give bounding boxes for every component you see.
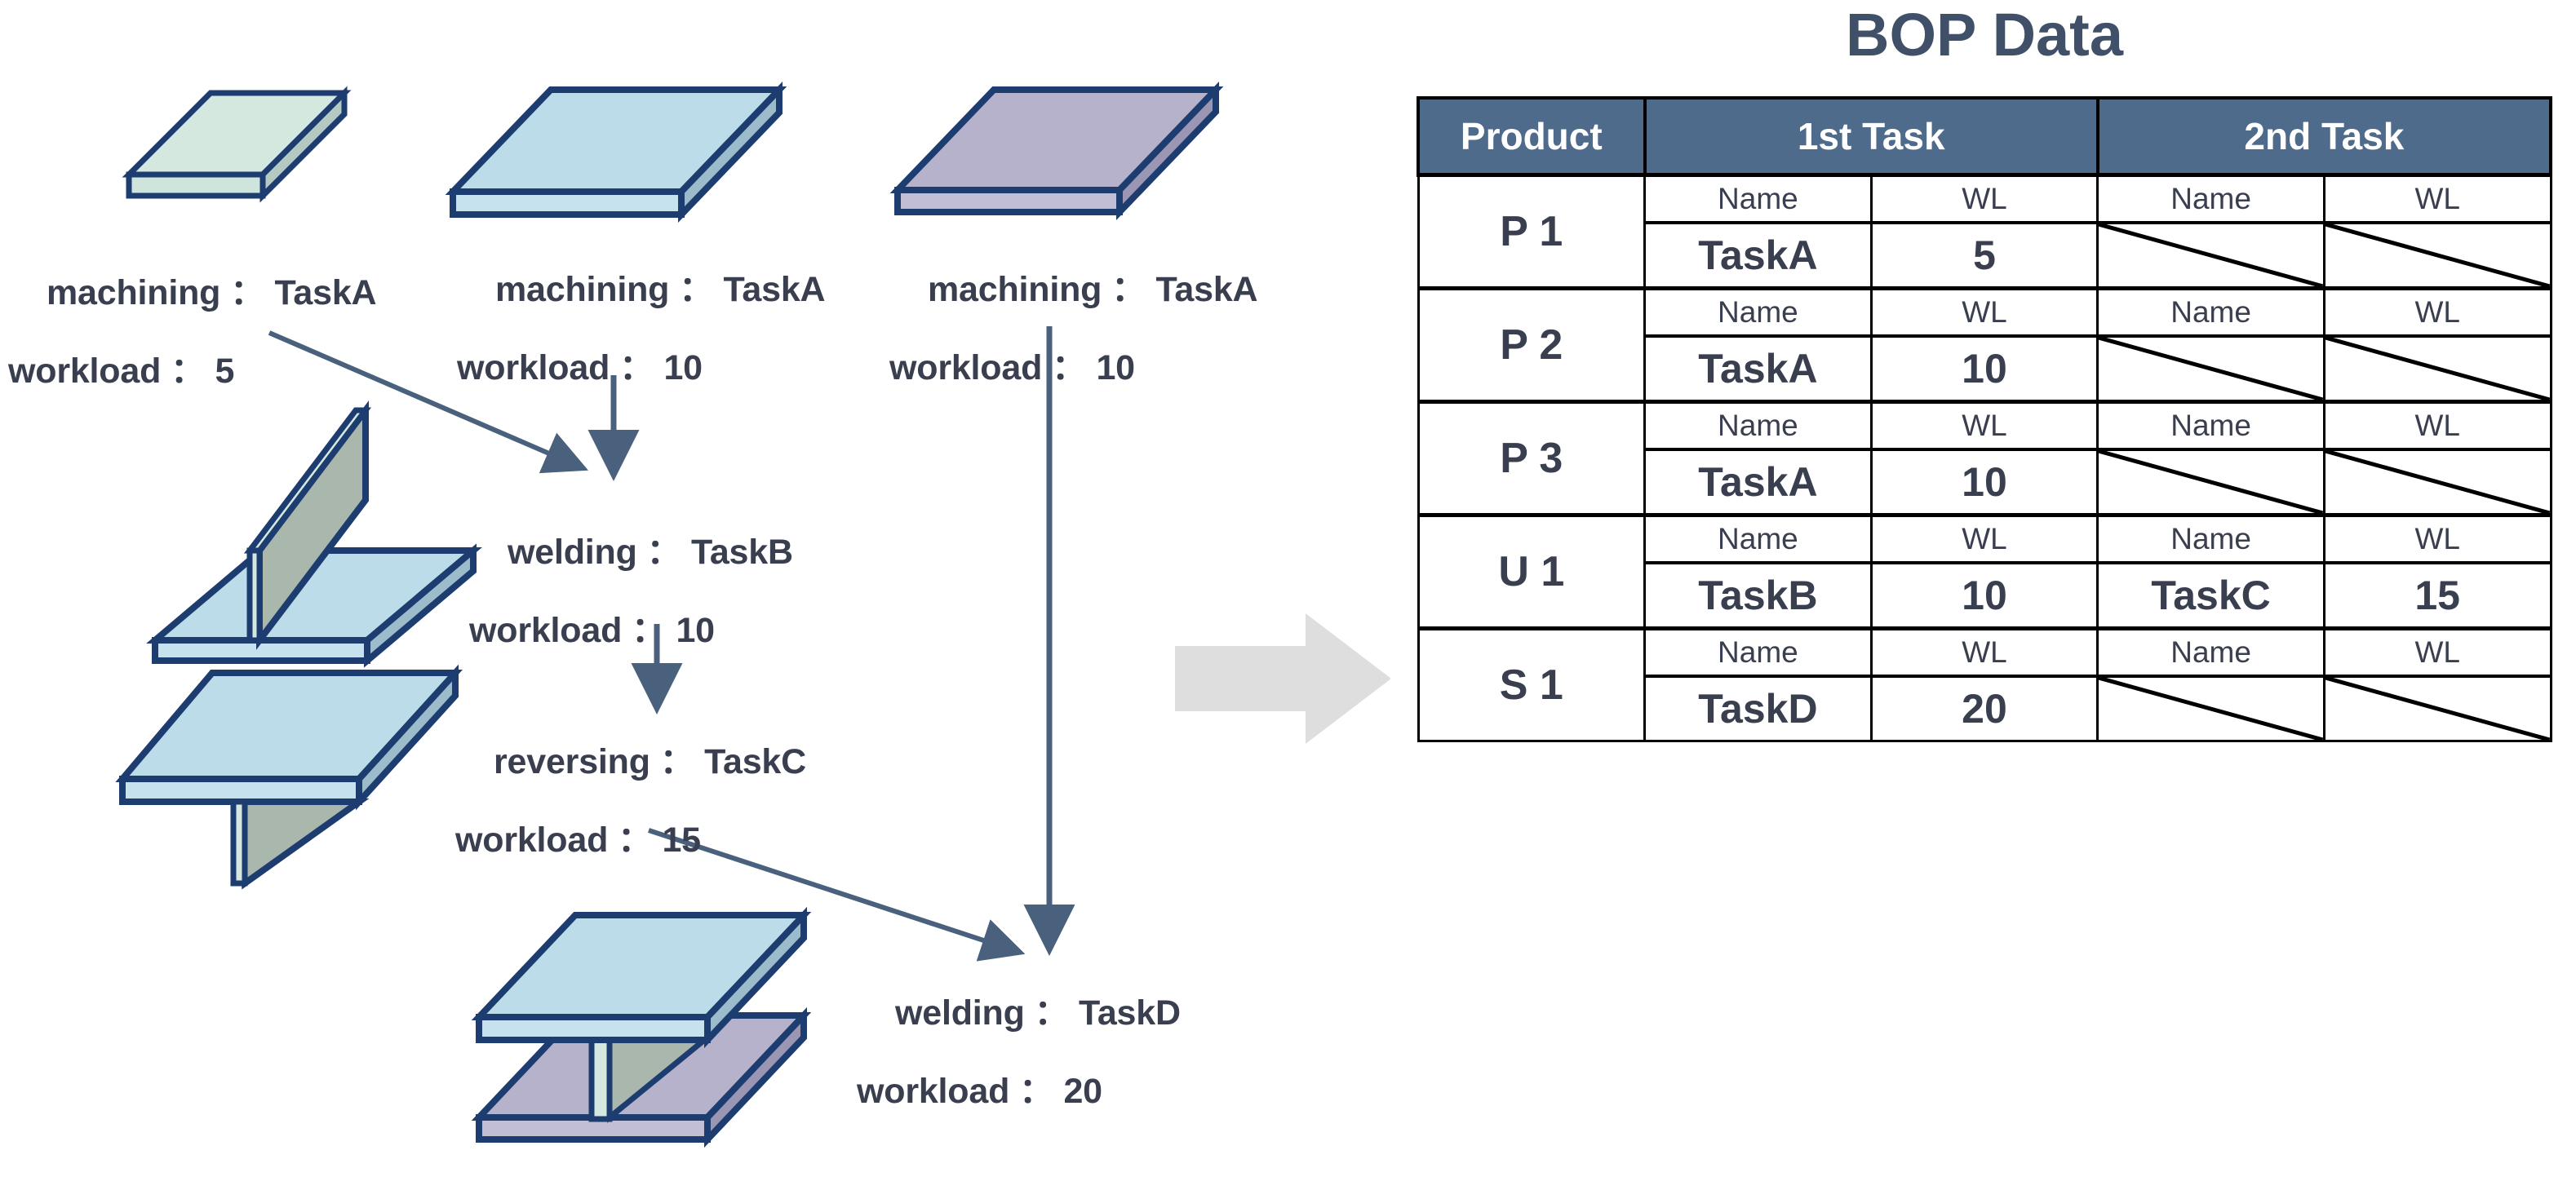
cell-task1-name: TaskA bbox=[1643, 221, 1873, 290]
node-line1: welding ： TaskD bbox=[895, 993, 1181, 1033]
cell-subheader-wl1: WL bbox=[1869, 173, 2099, 224]
cell-task2-name-empty bbox=[2096, 334, 2325, 403]
node-line1: machining ： TaskA bbox=[928, 270, 1258, 310]
node-label-n3: machining ： TaskA workload ： 10 bbox=[889, 231, 1258, 467]
cell-subheader-wl2: WL bbox=[2322, 400, 2552, 451]
cell-subheader-name1: Name bbox=[1643, 286, 1873, 338]
cell-task1-wl: 5 bbox=[1869, 221, 2099, 290]
cell-subheader-wl1: WL bbox=[1869, 286, 2099, 338]
table-row: TaskA 10 bbox=[1418, 334, 2552, 403]
cell-task1-wl: 10 bbox=[1869, 334, 2099, 403]
node-line2: workload ： 10 bbox=[457, 348, 703, 388]
cell-subheader-wl2: WL bbox=[2322, 286, 2552, 338]
table-row: TaskA 10 bbox=[1418, 448, 2552, 516]
diagram-canvas: machining ： TaskA workload ： 5 machining… bbox=[8, 1, 2553, 1148]
cell-product: P 3 bbox=[1417, 400, 1647, 516]
cell-task2-wl: 15 bbox=[2322, 561, 2552, 630]
cell-product: P 2 bbox=[1417, 286, 1647, 403]
part-plate-blue bbox=[445, 82, 787, 232]
cell-subheader-name2: Name bbox=[2096, 286, 2325, 338]
node-line2: workload ： 5 bbox=[8, 352, 235, 392]
cell-task1-name: TaskA bbox=[1643, 448, 1873, 516]
cell-task1-name: TaskA bbox=[1643, 334, 1873, 403]
cell-task2-name-empty bbox=[2096, 448, 2325, 516]
node-label-n2: machining ： TaskA workload ： 10 bbox=[457, 231, 826, 467]
table-row: P 2 Name WL Name WL bbox=[1417, 286, 2552, 403]
table-row: TaskB 10 TaskC 15 bbox=[1418, 561, 2552, 630]
node-label-n5: reversing ： TaskC workload ： 15 bbox=[455, 703, 806, 939]
table-row: P 1 Name WL Name WL bbox=[1417, 173, 2552, 290]
cell-subheader-wl2: WL bbox=[2322, 626, 2552, 678]
node-line1: machining ： TaskA bbox=[495, 270, 826, 310]
node-label-n4: welding ： TaskB workload ： 10 bbox=[469, 493, 793, 729]
cell-product: P 1 bbox=[1417, 173, 1647, 290]
cell-task1-wl: 10 bbox=[1869, 448, 2099, 516]
node-label-n6: welding ： TaskD workload ： 20 bbox=[857, 954, 1181, 1190]
cell-subheader-name2: Name bbox=[2096, 626, 2325, 678]
node-line1: machining ： TaskA bbox=[47, 273, 377, 313]
table-row: S 1 Name WL Name WL bbox=[1417, 626, 2552, 742]
cell-task1-name: TaskD bbox=[1643, 675, 1873, 742]
cell-subheader-name2: Name bbox=[2096, 400, 2325, 451]
cell-subheader-wl2: WL bbox=[2322, 513, 2552, 564]
cell-task2-name: TaskC bbox=[2096, 561, 2325, 630]
part-plate-purple bbox=[889, 82, 1224, 232]
col-header-product: Product bbox=[1417, 96, 1647, 177]
cell-task2-name-empty bbox=[2096, 221, 2325, 290]
cell-subheader-wl1: WL bbox=[1869, 626, 2099, 678]
node-line2: workload ： 10 bbox=[889, 348, 1135, 388]
part-tee-reversed bbox=[114, 664, 473, 909]
table-row: U 1 Name WL Name WL bbox=[1417, 513, 2552, 630]
cell-subheader-wl2: WL bbox=[2322, 173, 2552, 224]
node-label-n1: machining ： TaskA workload ： 5 bbox=[8, 234, 377, 470]
page-title: BOP Data bbox=[1846, 1, 2123, 69]
cell-task2-wl-empty bbox=[2322, 221, 2552, 290]
col-header-task2: 2nd Task bbox=[2095, 96, 2553, 177]
node-line2: workload ： 20 bbox=[857, 1072, 1102, 1112]
node-line2: workload ： 15 bbox=[455, 821, 701, 860]
cell-subheader-name1: Name bbox=[1643, 400, 1873, 451]
cell-subheader-wl1: WL bbox=[1869, 513, 2099, 564]
table-row: TaskD 20 bbox=[1418, 675, 2552, 742]
cell-product: S 1 bbox=[1417, 626, 1647, 742]
cell-task2-name-empty bbox=[2096, 675, 2325, 742]
cell-task1-wl: 20 bbox=[1869, 675, 2099, 742]
bop-table: Product 1st Task 2nd Task P 1 Name WL Na… bbox=[1417, 96, 2553, 742]
node-line1: welding ： TaskB bbox=[508, 533, 793, 573]
cell-subheader-name1: Name bbox=[1643, 626, 1873, 678]
cell-subheader-name2: Name bbox=[2096, 173, 2325, 224]
table-row: TaskA 5 bbox=[1418, 221, 2552, 290]
table-row: P 3 Name WL Name WL bbox=[1417, 400, 2552, 516]
cell-product: U 1 bbox=[1417, 513, 1647, 630]
table-header-row: Product 1st Task 2nd Task bbox=[1417, 96, 2553, 177]
cell-task2-wl-empty bbox=[2322, 334, 2552, 403]
cell-task1-wl: 10 bbox=[1869, 561, 2099, 630]
cell-subheader-wl1: WL bbox=[1869, 400, 2099, 451]
part-thin-plate-green bbox=[122, 86, 352, 212]
bop-table-wrap: Product 1st Task 2nd Task P 1 Name WL Na… bbox=[1417, 96, 2553, 742]
node-line1: reversing ： TaskC bbox=[494, 742, 806, 782]
transform-arrow-icon bbox=[1175, 613, 1391, 744]
cell-subheader-name1: Name bbox=[1643, 513, 1873, 564]
cell-task2-wl-empty bbox=[2322, 448, 2552, 516]
col-header-task1: 1st Task bbox=[1643, 96, 2099, 177]
node-line2: workload ： 10 bbox=[469, 611, 715, 651]
cell-subheader-name1: Name bbox=[1643, 173, 1873, 224]
cell-subheader-name2: Name bbox=[2096, 513, 2325, 564]
cell-task2-wl-empty bbox=[2322, 675, 2552, 742]
cell-task1-name: TaskB bbox=[1643, 561, 1873, 630]
